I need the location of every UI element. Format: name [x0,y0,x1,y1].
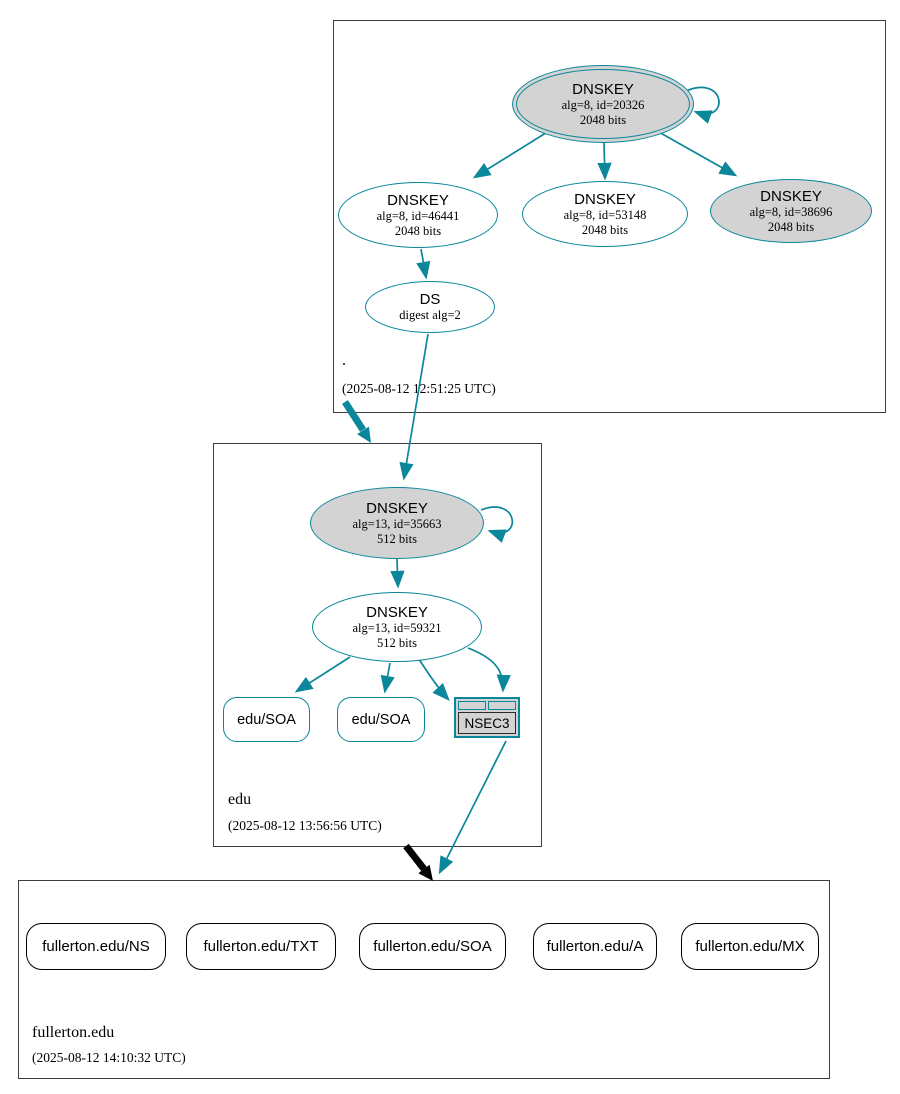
node-fullerton-ns-label: fullerton.edu/NS [42,938,150,955]
zone-box-edu [213,443,542,847]
node-edu-ksk[interactable]: DNSKEY alg=13, id=35663 512 bits [310,487,484,559]
node-fullerton-soa[interactable]: fullerton.edu/SOA [359,923,506,970]
node-edu-zsk-type: DNSKEY [366,603,428,621]
node-root-zsk-53148-bits: 2048 bits [581,222,629,237]
node-root-zsk-53148-type: DNSKEY [574,190,636,208]
node-root-zsk-46441-type: DNSKEY [387,191,449,209]
nsec3-header-cell-left [458,701,486,710]
node-root-ksk-detail: alg=8, id=20326 [561,97,645,112]
node-fullerton-ns[interactable]: fullerton.edu/NS [26,923,166,970]
zone-timestamp-edu: (2025-08-12 13:56:56 UTC) [228,818,382,833]
node-fullerton-mx-label: fullerton.edu/MX [695,938,805,955]
node-root-key-38696-bits: 2048 bits [767,219,815,234]
zone-label-fullerton: fullerton.edu [32,1024,115,1041]
node-edu-ksk-detail: alg=13, id=35663 [352,516,442,531]
node-fullerton-txt[interactable]: fullerton.edu/TXT [186,923,336,970]
node-root-ksk[interactable]: DNSKEY alg=8, id=20326 2048 bits [512,65,694,143]
node-fullerton-a-label: fullerton.edu/A [546,938,644,955]
node-root-ksk-type: DNSKEY [572,80,634,98]
node-root-zsk-46441[interactable]: DNSKEY alg=8, id=46441 2048 bits [338,182,498,248]
node-edu-zsk[interactable]: DNSKEY alg=13, id=59321 512 bits [312,592,482,662]
nsec3-header-cell-right [488,701,516,710]
node-root-key-38696-detail: alg=8, id=38696 [749,204,833,219]
node-root-key-38696-type: DNSKEY [760,187,822,205]
zone-label-root: . [342,352,346,369]
node-root-ds[interactable]: DS digest alg=2 [365,281,495,333]
edge-edu-to-fullerton-delegation-arrowhead [418,864,433,881]
node-edu-soa-2-label: edu/SOA [351,711,411,728]
zone-timestamp-fullerton: (2025-08-12 14:10:32 UTC) [32,1050,186,1065]
node-edu-ksk-type: DNSKEY [366,499,428,517]
node-root-zsk-53148-detail: alg=8, id=53148 [563,207,647,222]
nsec3-header-row [458,701,516,710]
edge-edu-to-fullerton-delegation [403,843,427,872]
node-root-ds-detail: digest alg=2 [399,308,461,322]
node-edu-zsk-detail: alg=13, id=59321 [352,620,442,635]
node-edu-soa-2[interactable]: edu/SOA [337,697,425,742]
node-fullerton-soa-label: fullerton.edu/SOA [373,938,492,955]
node-root-zsk-53148[interactable]: DNSKEY alg=8, id=53148 2048 bits [522,181,688,247]
node-root-key-38696[interactable]: DNSKEY alg=8, id=38696 2048 bits [710,179,872,243]
node-root-zsk-46441-bits: 2048 bits [394,223,442,238]
node-edu-nsec3[interactable]: NSEC3 [454,697,520,738]
zone-box-root [333,20,886,413]
node-edu-nsec3-label: NSEC3 [458,712,516,734]
node-fullerton-a[interactable]: fullerton.edu/A [533,923,657,970]
node-edu-soa-1-label: edu/SOA [237,711,296,728]
zone-label-edu: edu [228,791,252,808]
node-edu-soa-1[interactable]: edu/SOA [223,697,310,742]
node-edu-zsk-bits: 512 bits [377,635,417,650]
edge-root-to-edu-delegation-arrowhead [357,426,371,443]
node-root-ksk-bits: 2048 bits [579,112,627,127]
node-root-zsk-46441-detail: alg=8, id=46441 [376,208,460,223]
node-root-ds-type: DS [419,291,441,308]
node-fullerton-txt-label: fullerton.edu/TXT [203,938,319,955]
node-fullerton-mx[interactable]: fullerton.edu/MX [681,923,819,970]
node-edu-ksk-bits: 512 bits [377,531,417,546]
zone-timestamp-root: (2025-08-12 12:51:25 UTC) [342,381,496,396]
